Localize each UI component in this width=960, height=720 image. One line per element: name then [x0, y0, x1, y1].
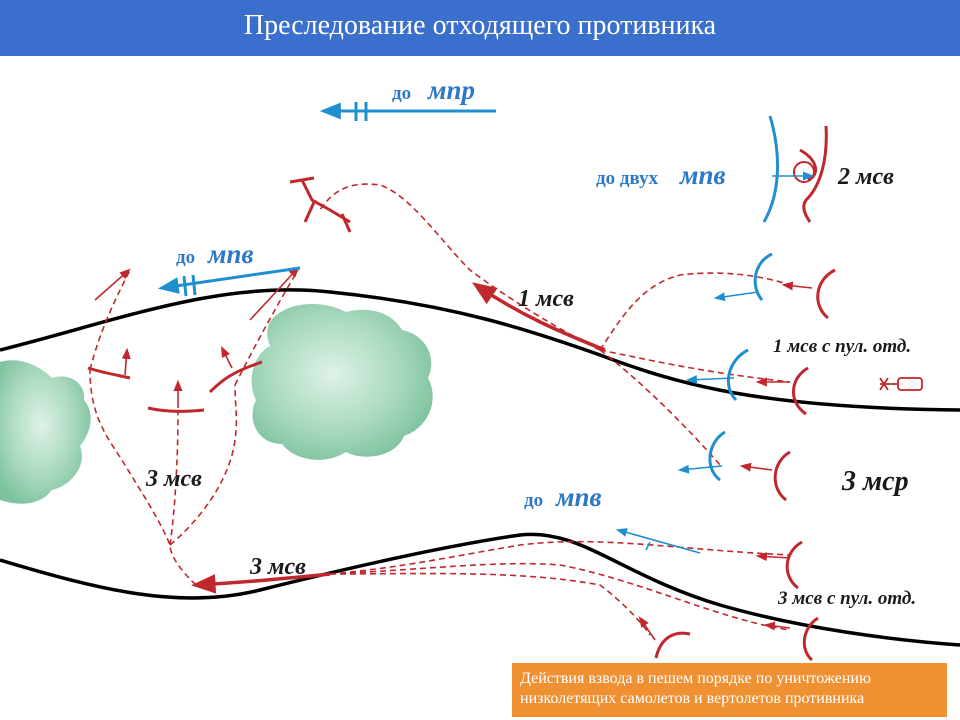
forest-center — [251, 304, 433, 460]
arrow-1msv — [471, 282, 606, 352]
label-do-mpv-top-prefix: до — [176, 247, 195, 268]
page-title: Преследование отходящего противника — [243, 10, 717, 41]
label-do-mpv-top-main: мпв — [207, 239, 254, 269]
label-1msv-pul: 1 мсв с пул. отд. — [773, 336, 911, 357]
label-do-mpr-prefix: до — [392, 83, 411, 104]
forest-left — [0, 360, 91, 504]
label-do-dvuh-main: мпв — [679, 160, 726, 190]
road-upper — [0, 288, 960, 412]
label-do-dvuh-prefix: до двух — [596, 168, 659, 189]
label-2msv: 2 мсв — [837, 164, 894, 190]
label-do-mpv-bottom-main: мпв — [555, 482, 602, 512]
enemy-gun-icon — [879, 377, 923, 391]
label-3msv-bottom: 3 мсв — [249, 554, 306, 580]
arrow-3msv-bottom — [191, 572, 331, 594]
label-3msv-pul: 3 мсв с пул. отд. — [777, 588, 916, 609]
label-do-mpr-main: мпр — [427, 75, 475, 105]
label-3msr: 3 мср — [841, 466, 909, 497]
road-lower — [0, 532, 960, 647]
header-bar: Преследование отходящего противника — [0, 0, 960, 56]
tactical-diagram: до мпр до двух мпв до мпв до мпв 2 мсв 1… — [0, 75, 960, 662]
label-do-mpv-bottom-prefix: до — [524, 490, 543, 511]
footer-note: Действия взвода в пешем порядке по уничт… — [512, 663, 947, 717]
label-3msv-left: 3 мсв — [145, 466, 202, 492]
label-1msv: 1 мсв — [518, 286, 574, 312]
